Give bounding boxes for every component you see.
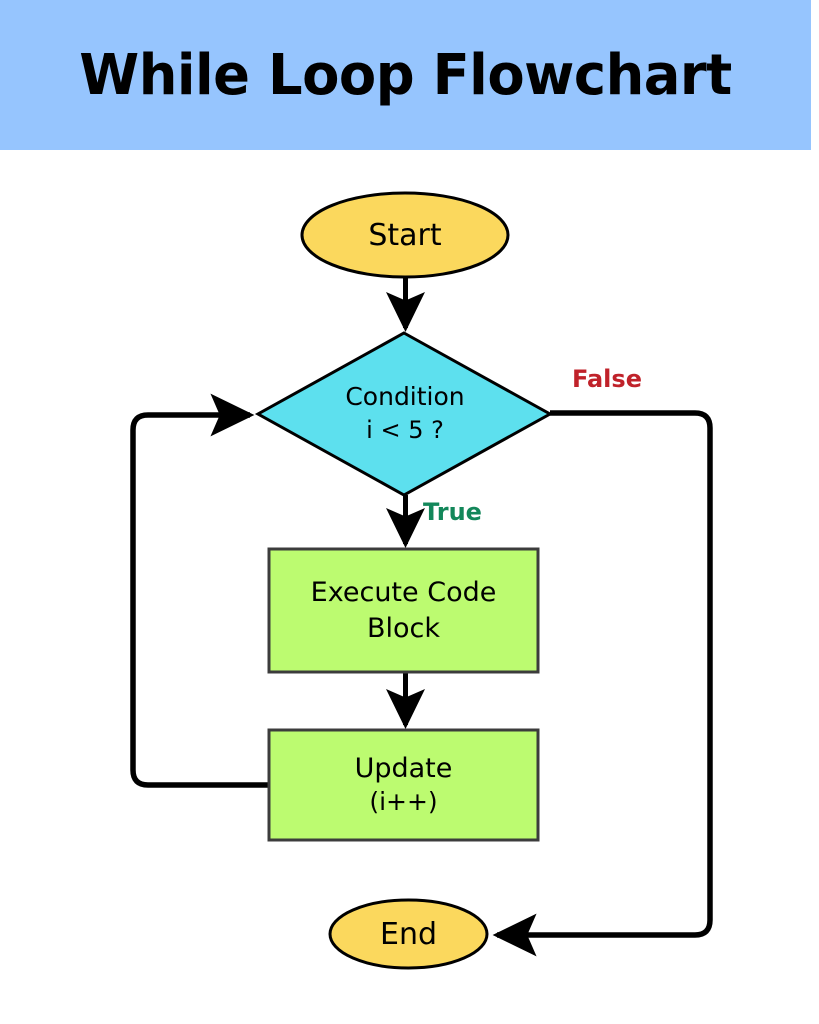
node-execute[interactable] bbox=[267, 547, 540, 674]
page-title: While Loop Flowchart bbox=[79, 42, 732, 108]
header-banner: While Loop Flowchart bbox=[0, 0, 811, 150]
edge-update-to-condition bbox=[130, 393, 269, 788]
edge-condition-to-end bbox=[492, 410, 713, 957]
node-start[interactable] bbox=[300, 191, 510, 279]
node-update[interactable] bbox=[267, 728, 540, 842]
node-condition[interactable] bbox=[254, 331, 554, 497]
node-end[interactable] bbox=[328, 898, 489, 970]
